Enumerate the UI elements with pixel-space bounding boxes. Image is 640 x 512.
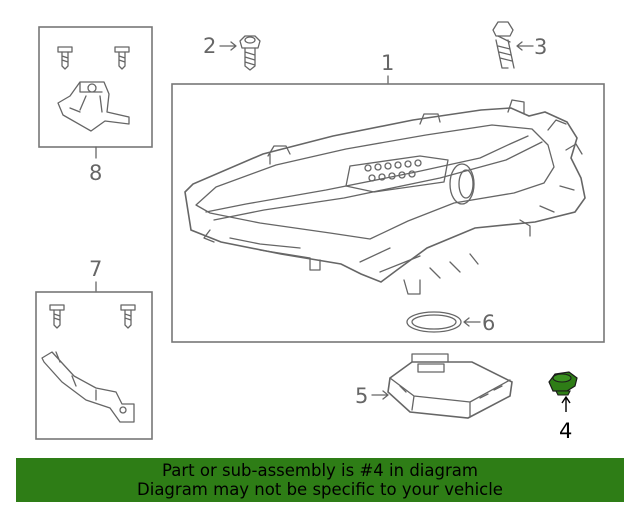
gasket-6-group[interactable]: 6 (406, 311, 495, 335)
clip-fastener-icon[interactable] (548, 371, 578, 396)
info-banner: Part or sub-assembly is #4 in diagram Di… (16, 458, 624, 502)
bolt-icon (492, 21, 515, 69)
headlamp-assembly-1-group[interactable]: 1 (171, 51, 605, 343)
callout-1[interactable]: 1 (381, 51, 394, 75)
ballast-5-group[interactable]: 5 (355, 353, 513, 419)
callout-3[interactable]: 3 (534, 35, 547, 59)
banner-line-2: Diagram may not be specific to your vehi… (137, 480, 503, 499)
parts-diagram: 8 7 2 3 1 (35, 21, 605, 443)
gasket-ring-icon (406, 311, 462, 333)
led-dots (364, 159, 422, 182)
bracket-kit-7-group[interactable]: 7 (35, 257, 153, 440)
bolt-icon (57, 46, 73, 70)
bolt-icon (49, 304, 65, 329)
ballast-module-icon (387, 353, 513, 419)
headlamp-assembly-box (171, 83, 605, 343)
bracket-kit-7-box (35, 291, 153, 440)
bolt-icon (120, 304, 136, 329)
callout-7[interactable]: 7 (89, 257, 102, 281)
callout-4[interactable]: 4 (559, 419, 572, 443)
bracket-icon (57, 81, 130, 132)
callout-6[interactable]: 6 (482, 311, 495, 335)
callout-8[interactable]: 8 (89, 161, 102, 185)
callout-5[interactable]: 5 (355, 384, 368, 408)
bracket-icon (41, 351, 135, 423)
bracket-kit-8-group[interactable]: 8 (38, 26, 153, 185)
clip-4-group[interactable]: 4 (548, 371, 578, 443)
bolt-icon (114, 46, 130, 70)
bolt-3-group[interactable]: 3 (492, 21, 547, 69)
banner-line-1: Part or sub-assembly is #4 in diagram (162, 461, 478, 480)
headlamp-icon (184, 99, 586, 295)
screw-icon (239, 35, 261, 71)
screw-2-group[interactable]: 2 (203, 34, 261, 71)
callout-2[interactable]: 2 (203, 34, 216, 58)
